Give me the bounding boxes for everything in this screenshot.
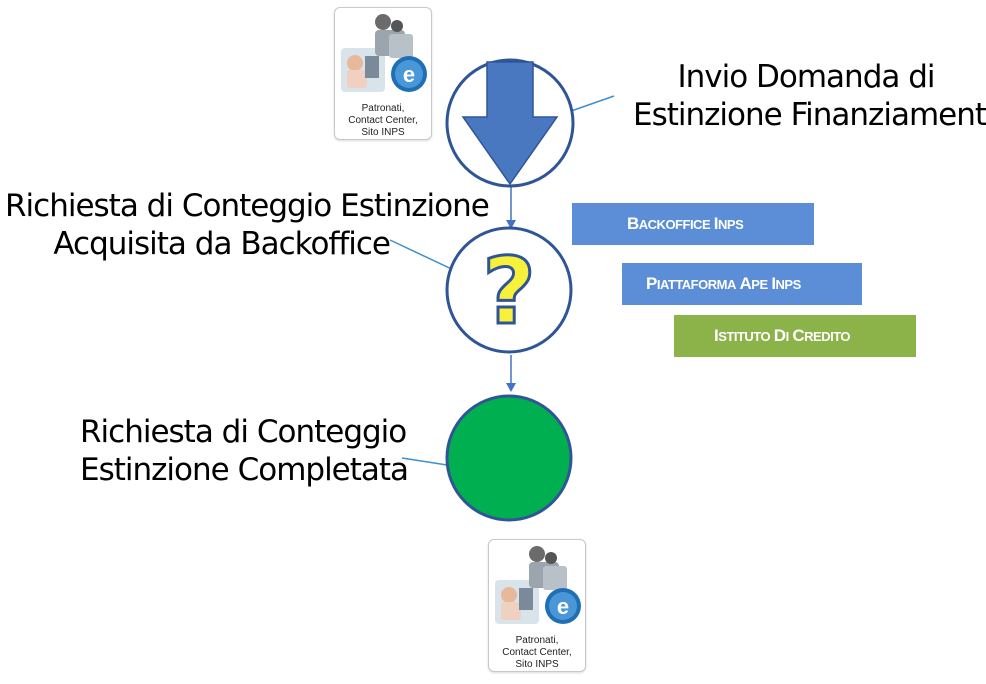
channels-caption: Patronati, Contact Center, Sito INPS	[489, 635, 585, 671]
lane-piattaforma-ape: PIATTAFORMA APE INPS	[622, 263, 862, 305]
label-line: Estinzione Completata	[80, 452, 409, 488]
step-circle-richiesta	[445, 226, 573, 354]
question-mark-icon: ?	[482, 238, 535, 345]
channels-illustration: e	[335, 8, 431, 103]
caption-line: Patronati,	[361, 103, 405, 114]
down-arrow-icon	[461, 61, 559, 186]
channels-icon: e	[495, 546, 581, 624]
lane-istituto-credito: ISTITUTO DI CREDITO	[674, 315, 916, 357]
caption-line: Patronati,	[515, 635, 559, 646]
label-line: Richiesta di Conteggio	[80, 414, 407, 450]
lane-label: PIATTAFORMA APE INPS	[646, 274, 801, 293]
lane-backoffice-inps: BACKOFFICE INPS	[572, 203, 814, 245]
svg-text:e: e	[557, 594, 569, 619]
lane-label: BACKOFFICE INPS	[627, 214, 744, 233]
label-line: Acquisita da Backoffice	[53, 226, 391, 262]
label-richiesta-acquisita: Richiesta di Conteggio Estinzione Acquis…	[5, 187, 490, 263]
label-line: Richiesta di Conteggio Estinzione	[5, 188, 490, 224]
channels-icon: e	[341, 14, 427, 92]
channels-card-top: e Patronati, Contact Center, Sito INPS	[334, 7, 432, 140]
connector-1-arrowhead	[506, 220, 516, 229]
lane-label: ISTITUTO DI CREDITO	[714, 326, 851, 345]
channels-card-bottom: e Patronati, Contact Center, Sito INPS	[488, 539, 586, 672]
step-circle-completata	[445, 394, 573, 522]
label-line: Invio Domanda di	[677, 59, 935, 95]
caption-line: Sito INPS	[361, 127, 405, 138]
svg-text:e: e	[403, 62, 415, 87]
connector-2-arrowhead	[506, 383, 516, 392]
caption-line: Contact Center,	[348, 115, 418, 126]
channels-illustration: e	[489, 540, 585, 635]
label-invio-domanda: Invio Domanda di Estinzione Finanziament…	[633, 58, 986, 134]
caption-line: Sito INPS	[515, 659, 559, 670]
label-line: Estinzione Finanziamento	[633, 97, 986, 133]
label-richiesta-completata: Richiesta di Conteggio Estinzione Comple…	[80, 413, 409, 489]
caption-line: Contact Center,	[502, 647, 572, 658]
channels-caption: Patronati, Contact Center, Sito INPS	[335, 103, 431, 139]
